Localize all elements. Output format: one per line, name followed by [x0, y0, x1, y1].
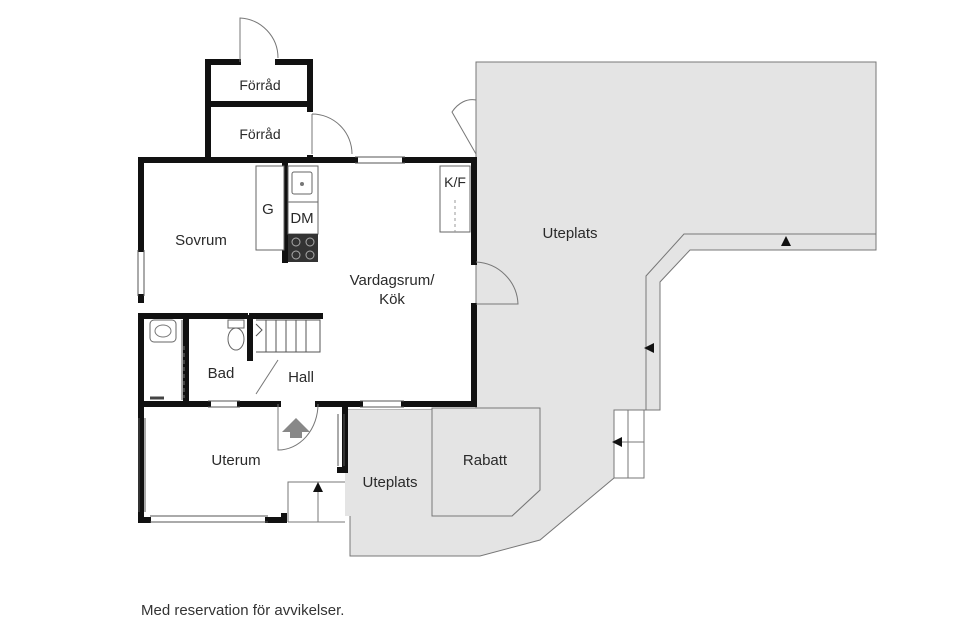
uterum-window-right	[337, 414, 345, 466]
stove-burner-2	[305, 237, 315, 247]
patio-step-outline	[645, 233, 876, 410]
patio-door	[451, 99, 477, 155]
label-uteplats-small: Uteplats	[362, 474, 417, 491]
top-window	[355, 156, 405, 164]
living-room-door	[475, 261, 519, 305]
uterum-window-bottom	[150, 515, 268, 523]
toilet-bowl	[227, 327, 245, 351]
interior-walls	[138, 157, 323, 403]
label-diskmaskin: DM	[290, 210, 313, 227]
label-forrad-top: Förråd	[239, 77, 280, 93]
bad-door	[255, 359, 279, 395]
label-vardagsrum-1: Vardagsrum/	[350, 272, 436, 289]
label-uterum: Uterum	[211, 452, 260, 469]
patio-arrow-left-icon-2	[612, 437, 622, 447]
garderob-closet	[255, 165, 285, 251]
entrance-door	[277, 403, 319, 451]
small-patio-fill	[345, 410, 432, 516]
sovrum-window	[137, 250, 145, 296]
patio-arrow-up-icon	[781, 236, 791, 246]
toilet-tank	[227, 319, 245, 329]
forrad-bottom-door	[311, 113, 353, 155]
label-hall: Hall	[288, 369, 314, 386]
entry-arrow-up-icon	[313, 482, 323, 492]
label-kyl-frys: K/F	[444, 174, 466, 190]
bottom-window-left	[208, 400, 240, 408]
forrad-top-door	[239, 17, 279, 62]
washbasin	[149, 319, 177, 343]
label-forrad-bottom: Förråd	[239, 126, 280, 142]
label-vardagsrum-2: Kök	[379, 291, 405, 308]
stove-burner-1	[291, 237, 301, 247]
label-sovrum: Sovrum	[175, 232, 227, 249]
sink-drain	[300, 182, 304, 186]
rabatt-area	[431, 407, 541, 517]
washbasin-bowl	[154, 324, 172, 338]
uterum-window-left	[138, 418, 146, 512]
label-bad: Bad	[208, 365, 235, 382]
house-outer-walls	[138, 157, 477, 407]
label-uteplats-large: Uteplats	[542, 225, 597, 242]
dishwasher-unit	[287, 201, 319, 235]
stove-burner-3	[291, 250, 301, 260]
bottom-window-right	[360, 400, 404, 408]
entrance-arrow-icon	[282, 418, 310, 438]
uterum-walls	[138, 407, 348, 523]
label-garderob: G	[262, 201, 274, 218]
label-rabatt: Rabatt	[463, 452, 508, 469]
patio-arrow-left-icon-1	[644, 343, 654, 353]
staircase	[255, 319, 321, 353]
disclaimer-text: Med reservation för avvikelser.	[141, 602, 345, 619]
stove-burner-4	[305, 250, 315, 260]
